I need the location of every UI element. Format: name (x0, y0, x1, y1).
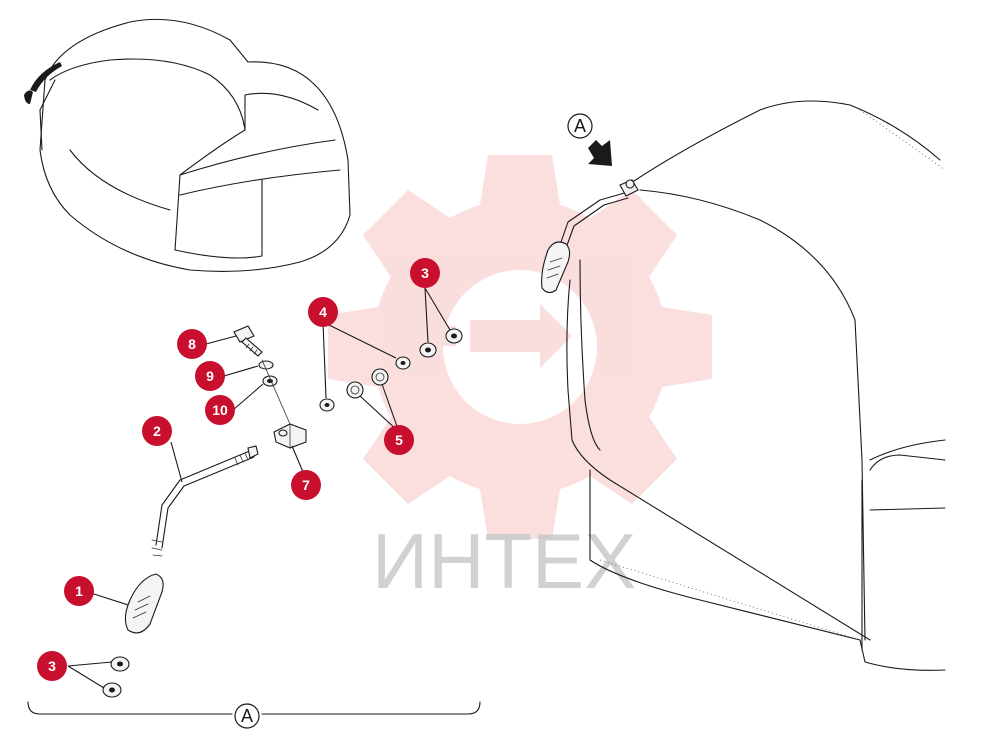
callout-8: 8 (177, 329, 207, 359)
callout-4: 4 (308, 297, 338, 327)
callout-10: 10 (205, 395, 235, 425)
small-nut-part (262, 375, 278, 387)
callout-leaders (67, 287, 451, 689)
svg-text:8: 8 (188, 336, 196, 352)
callout-3-lower: 3 (37, 651, 67, 681)
svg-text:A: A (574, 116, 586, 136)
callout-2: 2 (142, 416, 172, 446)
lock-washer-part (258, 360, 274, 370)
callout-3-upper: 3 (410, 258, 440, 288)
hex-nut-part-lower (102, 656, 130, 698)
svg-text:7: 7 (302, 477, 310, 493)
callout-1: 1 (64, 576, 94, 606)
svg-text:2: 2 (153, 423, 161, 439)
clamp-part (273, 423, 307, 449)
callout-5: 5 (384, 425, 414, 455)
callout-7: 7 (291, 470, 321, 500)
svg-text:9: 9 (206, 368, 214, 384)
svg-text:5: 5 (395, 432, 403, 448)
spacer-part (346, 368, 389, 399)
svg-text:4: 4 (319, 304, 327, 320)
pointer-arrow-icon (588, 140, 612, 166)
watermark-text: ИНТЕХ (372, 517, 636, 605)
seat-installed-illustration (541, 100, 946, 671)
bolt-part (233, 325, 263, 357)
handle-grip-part (124, 573, 164, 634)
watermark-gear-logo (328, 155, 712, 539)
lever-rod-part (151, 445, 259, 557)
view-bracket-bottom: A (27, 701, 481, 729)
svg-text:1: 1 (75, 583, 83, 599)
hex-nut-part-upper (419, 328, 463, 358)
svg-text:A: A (241, 706, 253, 726)
exploded-parts (102, 325, 463, 698)
svg-text:3: 3 (48, 658, 56, 674)
svg-text:10: 10 (212, 402, 228, 418)
flat-washer-part (319, 356, 411, 412)
seat-overview-illustration (24, 18, 351, 272)
view-label-top: A (567, 113, 593, 139)
callout-9: 9 (195, 361, 225, 391)
svg-text:3: 3 (421, 265, 429, 281)
